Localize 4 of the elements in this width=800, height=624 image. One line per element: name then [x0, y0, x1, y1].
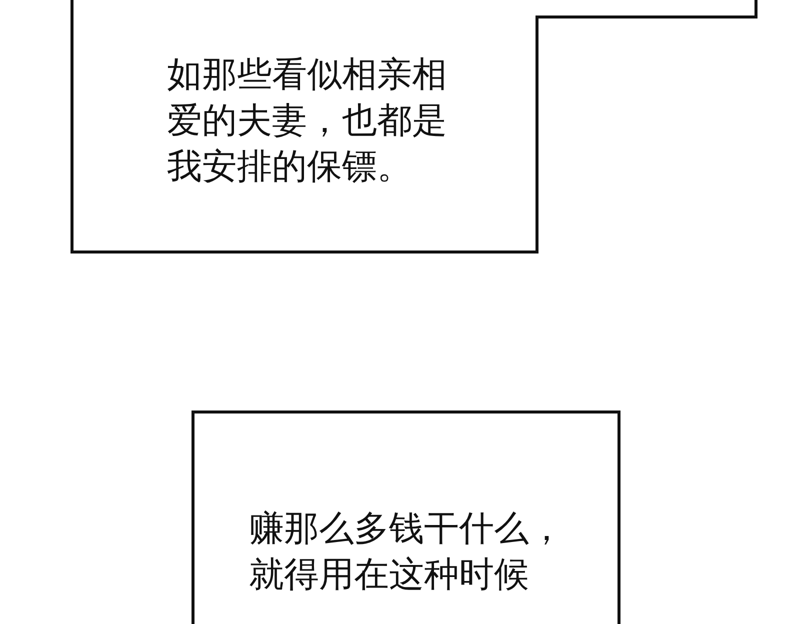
dialogue-text: 如那些看似相亲相爱的夫妻，也都是我安排的保镖。 [167, 54, 448, 189]
caption-box [70, 0, 760, 256]
dialogue-text: 赚那么多钱干什么，就得用在这种时候 [249, 508, 565, 597]
caption-box [191, 410, 621, 624]
